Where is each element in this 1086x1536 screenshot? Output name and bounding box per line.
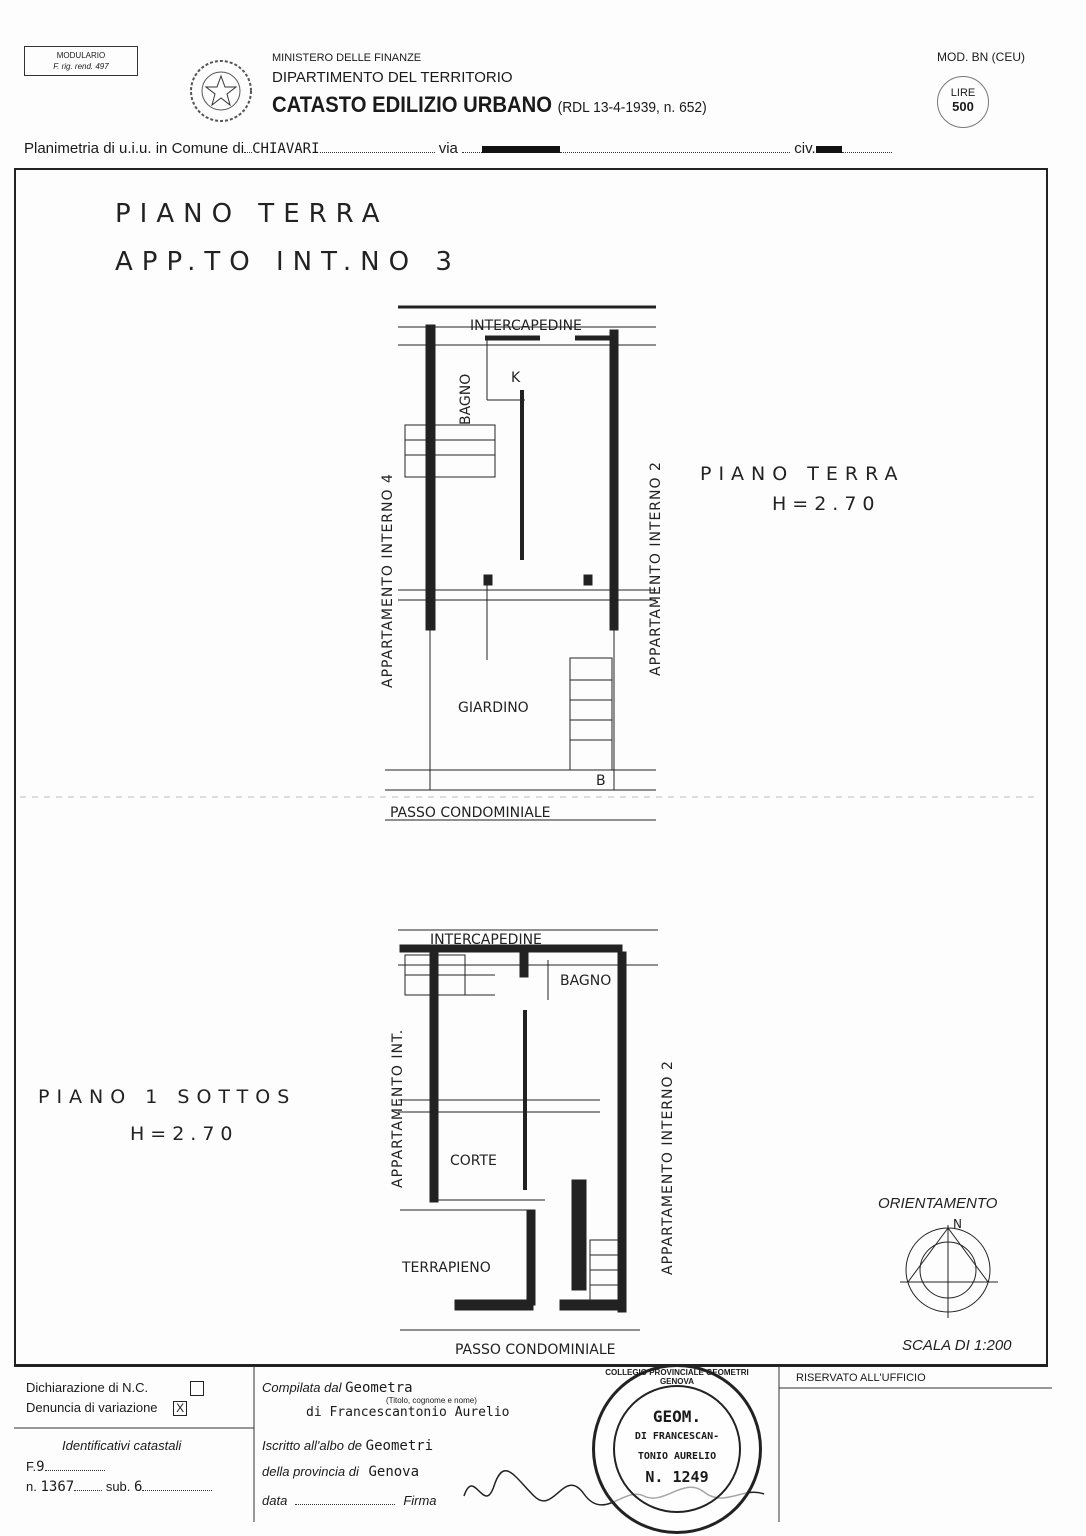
compilata-value: Geometra: [345, 1380, 413, 1396]
title-text: CATASTO EDILIZIO URBANO: [272, 92, 552, 117]
passage-label: PASSO CONDOMINIALE: [390, 805, 550, 821]
firma-label: Firma: [403, 1493, 437, 1508]
north-label: N: [953, 1217, 962, 1231]
denuncia-checkbox[interactable]: X: [173, 1401, 188, 1417]
albo-label: Iscritto all'albo de: [262, 1438, 363, 1453]
redacted-civic: [815, 145, 842, 153]
document-title: CATASTO EDILIZIO URBANO (RDL 13-4-1939, …: [272, 92, 707, 118]
orientation-label: ORIENTAMENTO: [878, 1195, 998, 1212]
room-intercapedine: INTERCAPEDINE: [470, 318, 582, 334]
albo-value: Geometri: [365, 1438, 434, 1454]
lower-floor-plan: [398, 929, 658, 1331]
room-giardino: GIARDINO: [458, 700, 529, 716]
riservato-label: RISERVATO ALL'UFFICIO: [796, 1372, 926, 1384]
stamp-line-1: GEOM.: [652, 1407, 702, 1426]
table-lines: [14, 1366, 1052, 1522]
dichiarazione-row: Dichiarazione di N.C.: [26, 1380, 204, 1397]
stamp-line-3: TONIO AURELIO: [637, 1451, 717, 1462]
room-kitchen: K: [511, 370, 521, 386]
redacted-street: [482, 145, 561, 153]
room-corte: CORTE: [450, 1153, 497, 1169]
stair-mark: B: [596, 773, 606, 789]
modulario-box: MODULARIO F. rig. rend. 497: [24, 46, 138, 76]
numero-value: 1367: [40, 1479, 75, 1495]
compilata-label: Compilata dal: [262, 1380, 342, 1395]
sub-value: 6: [134, 1479, 143, 1495]
room-terrapieno: TERRAPIENO: [401, 1260, 491, 1276]
drawing-frame: [14, 168, 1048, 1366]
drawing-title-1: PIANO TERRA: [115, 199, 388, 229]
drawing-title-2: APP.TO INT.NO 3: [115, 247, 461, 277]
sub-label: sub.: [105, 1479, 131, 1494]
stamp-line-2: DI FRANCESCAN-: [634, 1431, 720, 1442]
provincia-value: Genova: [368, 1464, 420, 1480]
lower-right-neighbor-label: APPARTAMENTO INTERNO 2: [660, 1060, 676, 1275]
compilata-hint: (Titolo, cognome e nome): [386, 1396, 477, 1405]
identificativi-label: Identificativi catastali: [62, 1438, 182, 1453]
civ-label: civ.: [794, 140, 816, 157]
lower-passage-label: PASSO CONDOMINIALE: [455, 1342, 615, 1358]
provincia-label: della provincia di: [262, 1464, 359, 1479]
right-neighbor-label: APPARTAMENTO INTERNO 2: [648, 461, 664, 676]
ground-floor-height: H=2.70: [772, 493, 881, 515]
lower-room-intercapedine: INTERCAPEDINE: [430, 932, 542, 948]
professional-stamp: GEOM. DI FRANCESCAN- TONIO AURELIO N. 12…: [592, 1364, 762, 1534]
stamp-lire: LIRE: [950, 87, 976, 99]
lower-left-neighbor-label: APPARTAMENTO INT.: [390, 1029, 406, 1188]
lower-floor-height: H=2.70: [130, 1123, 239, 1145]
comune-value: CHIAVARI: [252, 141, 320, 157]
emblem-icon: [190, 60, 252, 122]
left-neighbor-label: APPARTAMENTO INTERNO 4: [380, 473, 396, 688]
footer-table: Dichiarazione di N.C. Denuncia di variaz…: [14, 1366, 1052, 1522]
ground-floor-plan: [20, 305, 1040, 821]
room-bagno: BAGNO: [458, 374, 474, 425]
dichiarazione-label: Dichiarazione di N.C.: [26, 1380, 149, 1395]
law-ref: (RDL 13-4-1939, n. 652): [557, 99, 707, 116]
model-code: MOD. BN (CEU): [937, 50, 1025, 64]
data-label: data: [262, 1493, 288, 1508]
modulario-ref: F. rig. rend. 497: [53, 62, 109, 71]
dichiarazione-checkbox[interactable]: [189, 1381, 204, 1397]
ministry: MINISTERO DELLE FINANZE: [272, 52, 422, 64]
surveyor-name: di Francescantonio Aurelio: [306, 1405, 510, 1420]
denuncia-row: Denuncia di variazione X: [26, 1400, 188, 1417]
ground-floor-label: PIANO TERRA: [700, 463, 905, 485]
stamp-line-4: N. 1249: [645, 1468, 709, 1486]
foglio-label: F.: [26, 1459, 37, 1474]
scale-label: SCALA DI 1:200: [902, 1337, 1012, 1354]
denuncia-label: Denuncia di variazione: [26, 1400, 158, 1415]
north-arrow-icon: [900, 1225, 998, 1318]
stamp-value: 500: [952, 99, 974, 114]
numero-label: n.: [26, 1479, 37, 1494]
lower-room-bagno: BAGNO: [560, 973, 611, 989]
location-line: Planimetria di u.i.u. in Comune di CHIAVA…: [24, 140, 1036, 157]
foglio-value: 9: [36, 1459, 45, 1475]
stamp-ring-text: COLLEGIO PROVINCIALE GEOMETRI GENOVA: [605, 1368, 749, 1386]
floor-plan-drawing: PIANO TERRA APP.TO INT.NO 3 INTERCAPEDIN…: [20, 199, 1040, 1358]
modulario-label: MODULARIO: [56, 51, 106, 60]
department: DIPARTIMENTO DEL TERRITORIO: [272, 69, 513, 86]
lower-floor-label: PIANO 1 SOTTOS: [38, 1086, 296, 1108]
comune-label: Planimetria di u.i.u. in Comune di: [24, 140, 245, 157]
via-label: via: [438, 140, 458, 157]
